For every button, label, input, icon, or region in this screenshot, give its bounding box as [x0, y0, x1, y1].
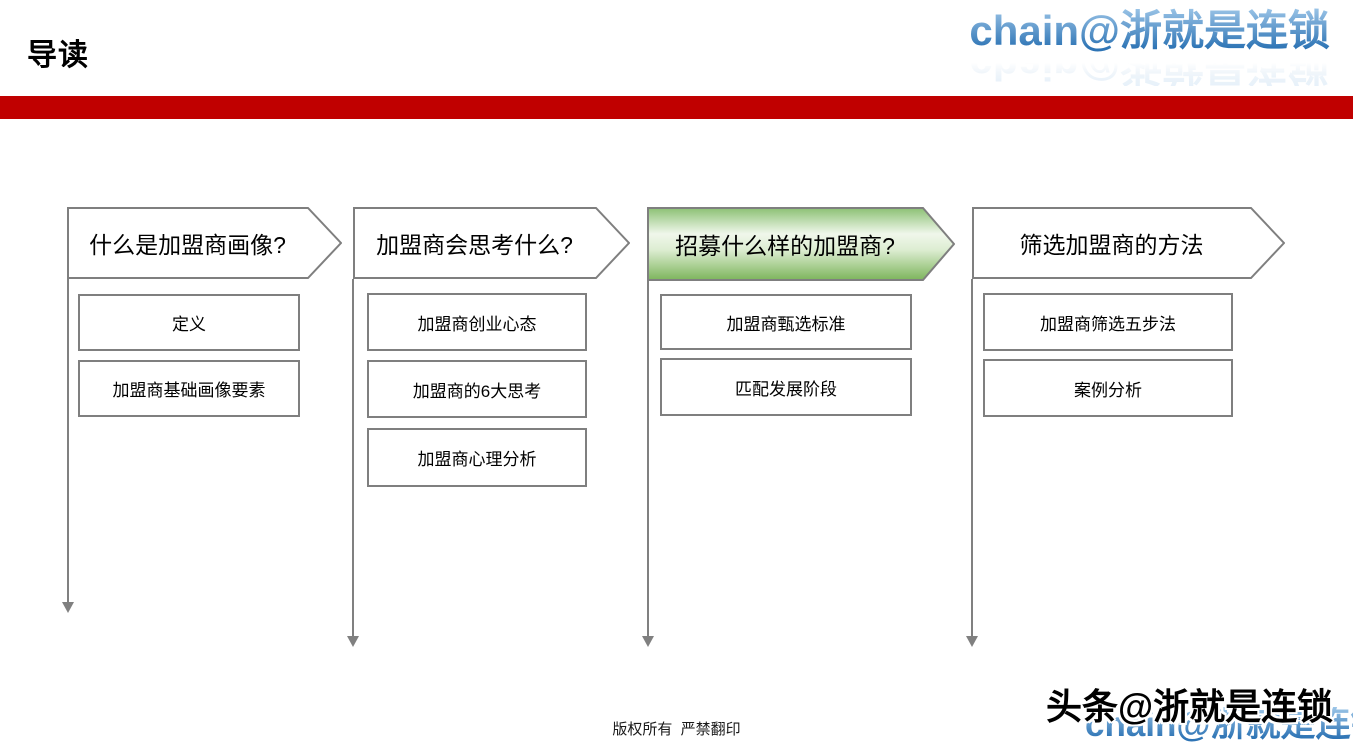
flow-step-3-header: 招募什么样的加盟商? [675, 233, 895, 259]
arrow-down-icon [966, 636, 978, 647]
page-title: 导读 [27, 39, 89, 72]
brand-logo-top-text: chain@浙就是连锁 [969, 7, 1330, 54]
flow-item-box: 定义 [78, 294, 300, 351]
flow-step-3-arrow [647, 207, 955, 281]
brand-logo-top-reflection: chain@浙就是连锁 [969, 42, 1330, 89]
flow-item-box: 加盟商筛选五步法 [983, 293, 1233, 351]
accent-bar [0, 96, 1353, 119]
flow-step-4-arrow [972, 207, 1285, 279]
flow-step-2-arrow [353, 207, 630, 279]
connector-line [352, 279, 354, 637]
flow-item-box: 案例分析 [983, 359, 1233, 417]
brand-logo-bottom-watermark: chain@浙就是连锁 [1085, 707, 1353, 742]
copyright-notice: 版权所有 严禁翻印 [612, 721, 741, 738]
brand-logo-bottom: 头条@浙就是连锁 [1046, 686, 1334, 727]
flow-item-box: 加盟商甄选标准 [660, 294, 912, 350]
flow-step-1-header: 什么是加盟商画像? [89, 232, 286, 258]
connector-line [67, 279, 69, 603]
brand-logo-top: chain@浙就是连锁 chain@浙就是连锁 [969, 7, 1330, 90]
flow-step-4-header: 筛选加盟商的方法 [1019, 232, 1204, 258]
flow-item-box: 匹配发展阶段 [660, 358, 912, 416]
flow-item-box: 加盟商基础画像要素 [78, 360, 300, 417]
arrow-down-icon [642, 636, 654, 647]
flow-item-box: 加盟商的6大思考 [367, 360, 587, 418]
flow-item-box: 加盟商心理分析 [367, 428, 587, 487]
flow-item-box: 加盟商创业心态 [367, 293, 587, 351]
arrow-down-icon [62, 602, 74, 613]
connector-line [647, 281, 649, 637]
arrow-down-icon [347, 636, 359, 647]
flow-step-2-header: 加盟商会思考什么? [376, 232, 573, 258]
connector-line [971, 279, 973, 637]
flow-step-1-arrow [67, 207, 342, 279]
